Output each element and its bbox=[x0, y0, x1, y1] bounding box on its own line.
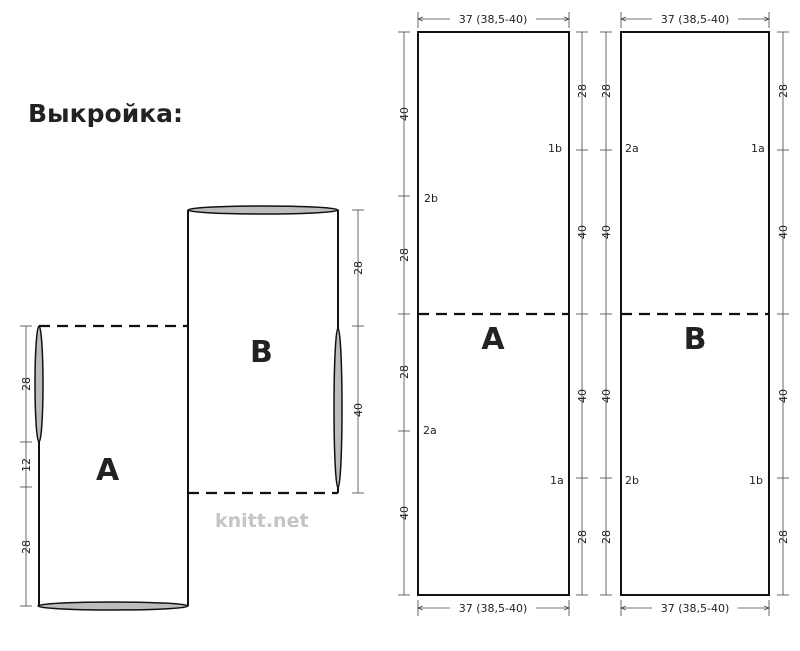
piece-b-label: B bbox=[250, 335, 273, 370]
piece-a-bottom-seam bbox=[37, 601, 189, 611]
panel-a-left-dim-1: 40 bbox=[398, 107, 411, 121]
panel-a-right-dim-1: 28 bbox=[576, 84, 589, 98]
panel-b-left-dim-2: 40 bbox=[600, 225, 613, 239]
piece-a-side-seam bbox=[34, 325, 44, 443]
panel-b: B 37 (38,5-40) 37 (38,5-40) 28 40 40 28 … bbox=[600, 11, 790, 616]
panel-a-left-dim-2: 28 bbox=[398, 248, 411, 262]
piece-b-top-seam bbox=[187, 205, 339, 215]
piece-b-side-seam bbox=[333, 327, 343, 489]
panel-b-mark-1b: 1b bbox=[749, 474, 763, 487]
panel-b-left-dim-1: 28 bbox=[600, 84, 613, 98]
panel-b-right-dim-4: 28 bbox=[777, 530, 790, 544]
overview-left-dim-2: 12 bbox=[20, 458, 33, 472]
panel-a-mark-1b: 1b bbox=[548, 142, 562, 155]
panel-b-mark-2a: 2a bbox=[625, 142, 639, 155]
panel-a-right-dim-3: 40 bbox=[576, 389, 589, 403]
panel-b-mark-1a: 1a bbox=[751, 142, 765, 155]
pattern-title: Выкройка: bbox=[28, 99, 183, 128]
panel-b-mark-2b: 2b bbox=[625, 474, 639, 487]
panel-b-left-dim-4: 28 bbox=[600, 530, 613, 544]
panel-a-mark-2b: 2b bbox=[424, 192, 438, 205]
panel-b-left-dim-3: 40 bbox=[600, 389, 613, 403]
panel-a-width-top: 37 (38,5-40) bbox=[459, 13, 528, 26]
panel-b-right-dim-1: 28 bbox=[777, 84, 790, 98]
panel-b-width-top: 37 (38,5-40) bbox=[661, 13, 730, 26]
panel-a-left-dim-4: 40 bbox=[398, 506, 411, 520]
panel-a: A 37 (38,5-40) 37 (38,5-40) 40 28 28 40 … bbox=[398, 11, 589, 616]
panel-a-right-dim-4: 28 bbox=[576, 530, 589, 544]
overview-left-dim-3: 28 bbox=[20, 540, 33, 554]
panel-a-right-dim-2: 40 bbox=[576, 225, 589, 239]
panel-b-width-bottom: 37 (38,5-40) bbox=[661, 602, 730, 615]
panel-b-right-dim-3: 40 bbox=[777, 389, 790, 403]
panel-a-label: A bbox=[481, 322, 505, 357]
panel-a-left-dim-3: 28 bbox=[398, 365, 411, 379]
panel-a-width-bottom: 37 (38,5-40) bbox=[459, 602, 528, 615]
panel-b-right-dim-2: 40 bbox=[777, 225, 790, 239]
panel-a-mark-2a: 2a bbox=[423, 424, 437, 437]
panel-a-mark-1a: 1a bbox=[550, 474, 564, 487]
overview-right-dim-1: 28 bbox=[352, 261, 365, 275]
overview-drawing: A B 28 12 28 28 40 bbox=[20, 205, 365, 611]
overview-left-dim-1: 28 bbox=[20, 377, 33, 391]
piece-a-label: A bbox=[96, 453, 120, 488]
overview-right-dim-2: 40 bbox=[352, 403, 365, 417]
panel-b-label: B bbox=[684, 322, 707, 357]
watermark: knitt.net bbox=[215, 510, 309, 532]
